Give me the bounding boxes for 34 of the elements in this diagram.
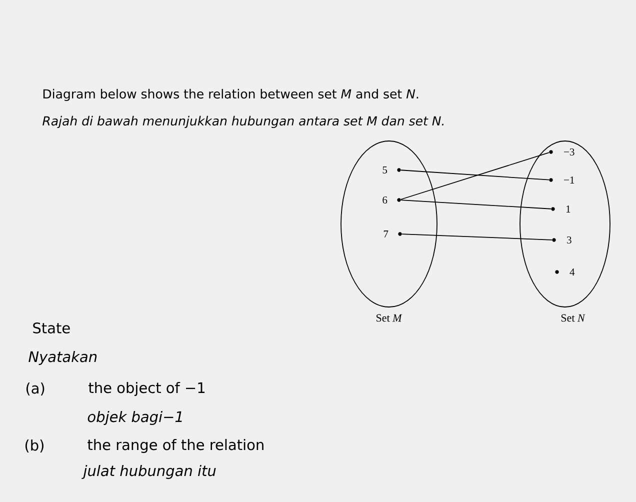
- question-text: (a): [26, 382, 44, 396]
- node-label: −3: [564, 148, 574, 156]
- relation-line: [400, 170, 550, 180]
- node-label: 4: [570, 268, 575, 276]
- question-text: objek bagi−1: [88, 410, 182, 425]
- node-label: −1: [564, 176, 574, 184]
- set-label: Set M: [376, 314, 402, 322]
- question-text: (b): [25, 440, 44, 452]
- set-element: 4: [555, 268, 575, 276]
- relation-line: [400, 152, 550, 200]
- node-label: 5: [382, 166, 388, 174]
- question-text: Diagram below shows the relation between set M and set N.: [43, 88, 418, 102]
- question-text: the range of the relation: [88, 438, 264, 453]
- question-text: Rajah di bawah menunjukkan hubungan antara set M dan set N.: [42, 116, 444, 128]
- set-label: Set N: [561, 314, 586, 322]
- set-element: 6: [382, 196, 401, 204]
- node-label: 1: [566, 206, 570, 212]
- question-text: julat hubungan itu: [82, 464, 216, 479]
- node-label: 6: [382, 196, 388, 204]
- question-text: State: [33, 322, 70, 334]
- set-element: −1: [549, 176, 574, 184]
- set-element: 1: [551, 206, 570, 212]
- relation-line: [400, 200, 552, 210]
- set-element: 5: [382, 166, 401, 174]
- question-text: Nyatakan: [28, 350, 97, 365]
- set-element: 7: [384, 230, 402, 238]
- set-element: 3: [552, 236, 572, 244]
- question-text: the object of −1: [88, 382, 205, 396]
- node-label: 3: [567, 236, 572, 244]
- relation-line: [402, 234, 552, 240]
- node-label: 7: [384, 230, 388, 238]
- set-ellipse: [520, 140, 610, 308]
- set-element: −3: [549, 148, 574, 156]
- set-ellipse: [340, 140, 438, 308]
